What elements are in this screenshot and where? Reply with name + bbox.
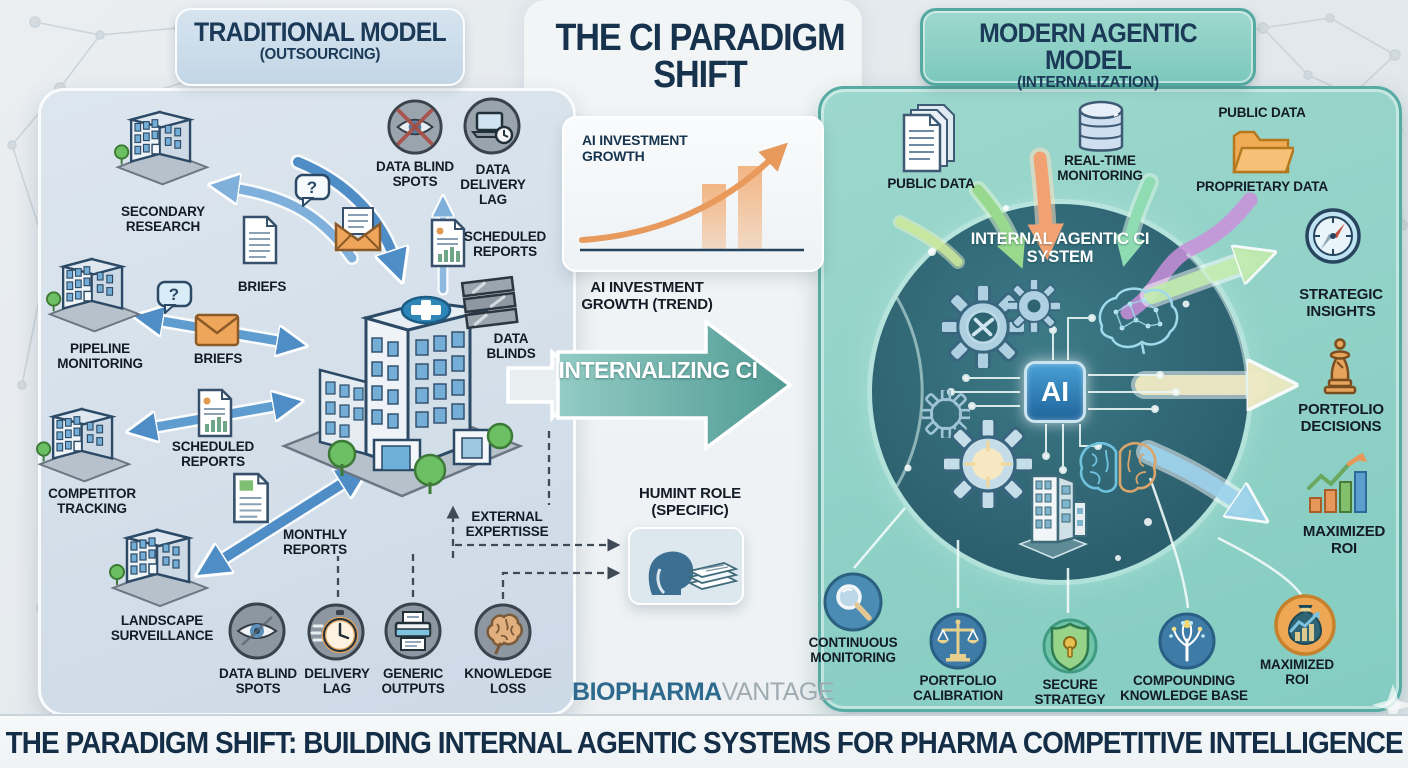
proprietary-folder-icon: [1232, 130, 1294, 174]
label-public-data: PUBLIC DATA: [1218, 105, 1306, 120]
internal-building-icon: [1017, 474, 1089, 559]
secure-strategy-shield-icon: [1042, 618, 1098, 674]
blind-spot-eye-icon: [228, 602, 286, 660]
label-compounding-knowledge-base: COMPOUNDING KNOWLEDGE BASE: [1120, 673, 1248, 703]
data-blind-spots-icon: [387, 99, 443, 155]
traditional-model-subtitle: (OUTSOURCING): [259, 46, 381, 63]
portfolio-decisions-chess-icon: [1323, 338, 1357, 395]
label-briefs: BRIEFS: [237, 279, 287, 294]
biopharmavantage-logo: BIOPHARMAVANTAGE: [572, 678, 834, 707]
label-secure-strategy: SECURE STRATEGY: [1034, 677, 1106, 707]
modern-agentic-header: MODERN AGENTIC MODEL (INTERNALIZATION): [920, 8, 1256, 91]
label-data-blinds: DATA BLINDS: [486, 331, 536, 361]
label-competitor-tracking: COMPETITOR TRACKING: [48, 486, 136, 516]
modern-agentic-title: MODERN AGENTIC MODEL: [979, 18, 1198, 75]
label-briefs: BRIEFS: [193, 351, 243, 366]
maximized-roi-moneybag-icon: [1274, 594, 1336, 656]
continuous-monitoring-magnifier-icon: [823, 572, 883, 632]
competitor-tracking-building-icon: [35, 407, 131, 483]
gear-icon: [1008, 280, 1060, 332]
label-data-blind-spots: DATA BLIND SPOTS: [376, 159, 454, 189]
question-bubble-icon: ?: [294, 173, 331, 207]
label-external-expertise: EXTERNAL EXPERTISSE: [465, 509, 549, 539]
label-portfolio-decisions: PORTFOLIO DECISIONS: [1298, 401, 1384, 435]
briefs-document-icon: [242, 215, 278, 265]
generic-outputs-printer-icon: [384, 602, 442, 660]
label-maximized-roi: MAXIMIZED ROI: [1260, 657, 1334, 687]
knowledge-loss-brain-icon: [474, 603, 532, 661]
traditional-model-header: TRADITIONAL MODEL (OUTSOURCING): [175, 8, 465, 86]
growth-trend-chart-icon: [579, 142, 804, 252]
label-secondary-research: SECONDARY RESEARCH: [121, 204, 205, 234]
label-monthly-reports: MONTHLY REPORTS: [282, 527, 348, 557]
ai-investment-growth-chart: [562, 116, 824, 272]
chart-title: AI INVESTMENT GROWTH: [582, 132, 688, 165]
label-real-time-monitoring: REAL-TIME MONITORING: [1057, 153, 1143, 183]
neural-brain-icon: [1098, 287, 1179, 355]
pipeline-monitoring-building-icon: [45, 257, 141, 333]
label-landscape-surveillance: LANDSCAPE SURVEILLANCE: [110, 613, 214, 643]
label-portfolio-calibration: PORTFOLIO CALIBRATION: [913, 673, 1003, 703]
label-strategic-insights: STRATEGIC INSIGHTS: [1299, 286, 1383, 320]
question-bubble-icon: ?: [156, 280, 193, 314]
knowledge-tree-icon: [1158, 612, 1216, 670]
public-data-documents-icon: [902, 104, 955, 173]
label-maximized-roi: MAXIMIZED ROI: [1302, 523, 1386, 557]
pharma-hq-building-icon: [280, 295, 524, 498]
svg-text:?: ?: [307, 178, 317, 197]
real-time-database-icon: [1078, 100, 1124, 152]
strategic-insights-compass-icon: [1305, 208, 1361, 264]
label-public-data: PUBLIC DATA: [887, 176, 975, 191]
label-knowledge-loss: KNOWLEDGE LOSS: [464, 666, 552, 696]
internalizing-ci-arrow-label: INTERNALIZING CI: [558, 357, 759, 383]
label-scheduled-reports: SCHEDULED REPORTS: [463, 229, 547, 259]
gear-icon: [944, 420, 1032, 508]
data-delivery-lag-icon: [463, 97, 521, 155]
label-humint-role: HUMINT ROLE (SPECIFIC): [639, 485, 741, 519]
label-data-delivery-lag: DATA DELIVERY LAG: [460, 162, 526, 207]
page-title: THE CI PARADIGM SHIFT: [555, 17, 845, 97]
mail-open-icon: [334, 207, 382, 252]
data-blinds-icon: [460, 275, 519, 330]
modern-agentic-subtitle: (INTERNALIZATION): [1017, 74, 1159, 91]
briefs-envelope-icon: [194, 313, 240, 347]
humint-role-card: [628, 527, 744, 605]
ai-chip-icon: AI: [1024, 361, 1086, 423]
portfolio-calibration-scales-icon: [929, 612, 987, 670]
label-pipeline-monitoring: PIPELINE MONITORING: [57, 341, 143, 371]
label-proprietary-data: PROPRIETARY DATA: [1196, 179, 1328, 194]
secondary-research-building-icon: [113, 110, 209, 186]
label-data-blind-spots: DATA BLIND SPOTS: [219, 666, 297, 696]
bottom-banner: THE PARADIGM SHIFT: BUILDING INTERNAL AG…: [0, 714, 1408, 768]
ai-chip-label: AI: [1041, 376, 1069, 407]
maximized-roi-chart-icon: [1307, 453, 1367, 513]
label-internal-agentic-ci-system: INTERNAL AGENTIC CI SYSTEM: [970, 230, 1150, 267]
label-ai-investment-trend: AI INVESTMENT GROWTH (TREND): [581, 279, 713, 313]
logo-primary: BIOPHARMA: [572, 678, 722, 706]
logo-secondary: VANTAGE: [721, 678, 835, 706]
delivery-lag-stopwatch-icon: [307, 603, 365, 661]
banner-title: THE PARADIGM SHIFT: BUILDING INTERNAL AG…: [5, 725, 1403, 760]
label-generic-outputs: GENERIC OUTPUTS: [381, 666, 445, 696]
gear-icon: [942, 286, 1024, 368]
scheduled-reports-document-icon: [197, 388, 233, 438]
traditional-model-title: TRADITIONAL MODEL: [194, 17, 447, 47]
humint-head-icon: [648, 551, 739, 595]
label-delivery-lag: DELIVERY LAG: [304, 666, 370, 696]
monthly-reports-document-icon: [233, 472, 269, 524]
label-scheduled-reports: SCHEDULED REPORTS: [171, 439, 255, 469]
svg-text:?: ?: [169, 285, 179, 304]
label-continuous-monitoring: CONTINUOUS MONITORING: [808, 635, 898, 665]
landscape-surveillance-building-icon: [108, 528, 209, 608]
